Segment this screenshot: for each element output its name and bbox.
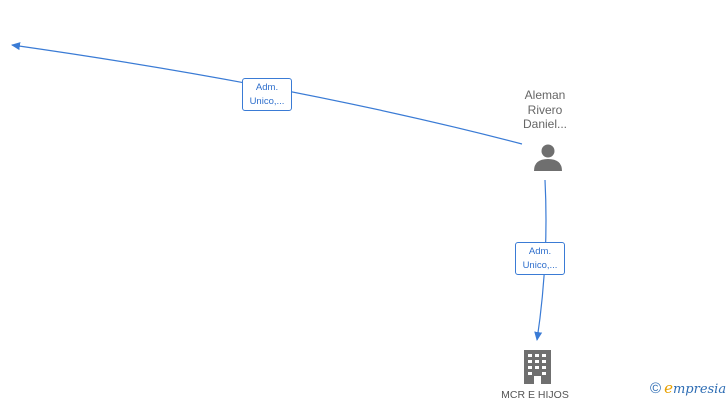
edge-label-line: Adm. [255, 82, 279, 93]
brand-logo-initial: e [664, 379, 673, 397]
edge-label-company[interactable]: Adm. Unico,... [515, 242, 565, 275]
edge-label-line: Unico,... [249, 96, 285, 107]
person-name-line: Daniel... [522, 117, 568, 131]
copyright-icon: © [650, 380, 662, 397]
person-name-line: Aleman [524, 88, 566, 102]
person-name-line: Rivero [527, 102, 563, 117]
building-icon[interactable] [524, 350, 551, 384]
company-node-label[interactable]: MCR E HIJOS [501, 389, 569, 401]
edge-label-offscreen[interactable]: Adm. Unico,... [242, 78, 292, 111]
brand-logo: empresia [664, 379, 727, 397]
brand-logo-rest: mpresia [672, 382, 727, 397]
edge-label-line: Adm. [528, 246, 552, 257]
watermark: ©empresia [650, 379, 726, 397]
person-node-label[interactable]: Aleman Rivero Daniel... [505, 88, 585, 132]
edge-label-line: Unico,... [522, 260, 558, 271]
person-icon[interactable] [534, 144, 562, 172]
